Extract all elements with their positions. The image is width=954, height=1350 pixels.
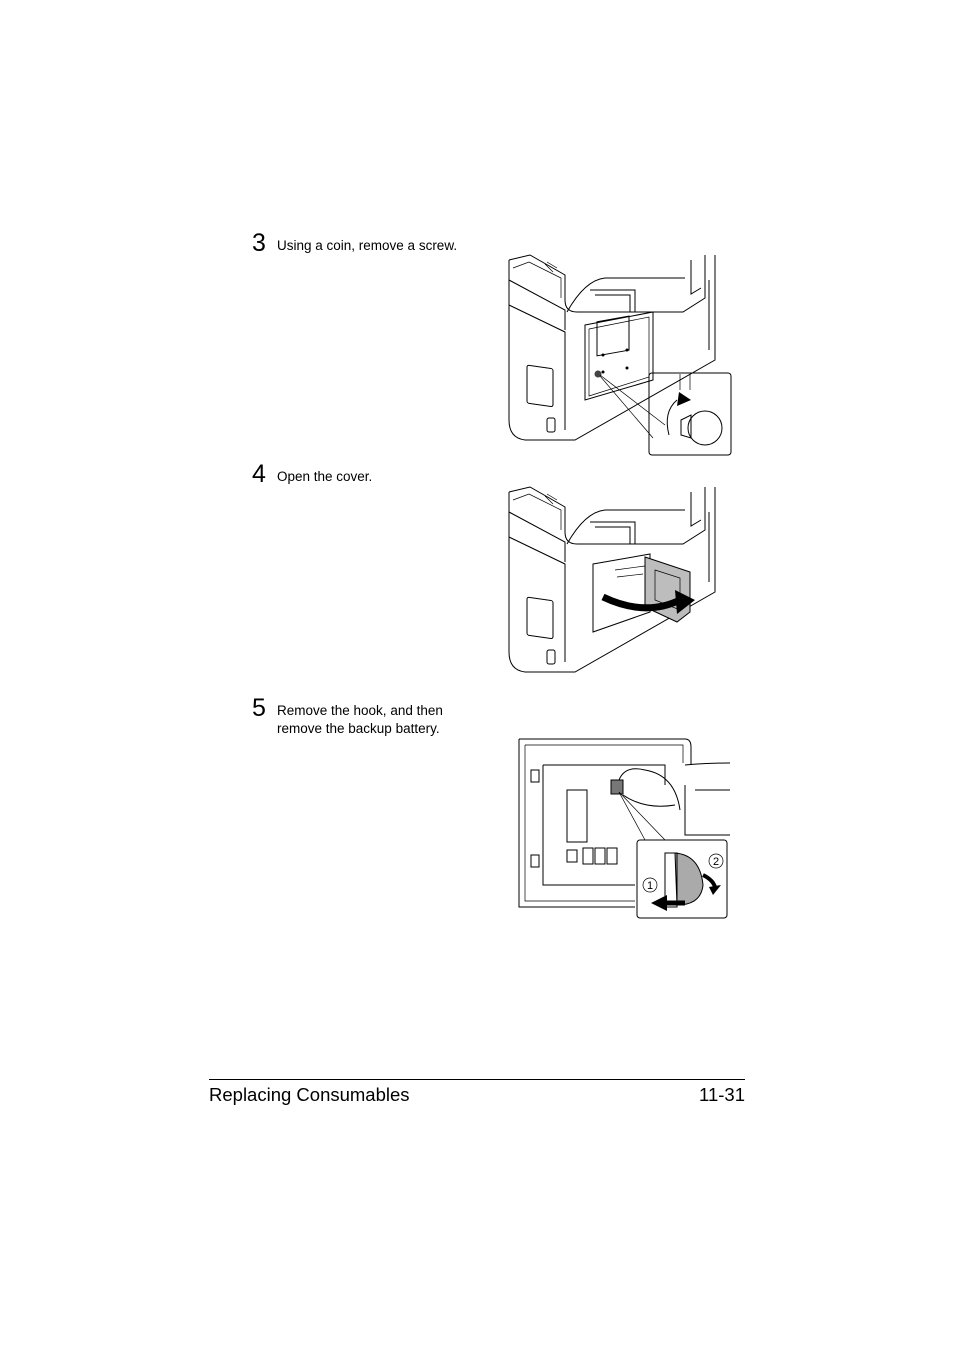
remove-battery-illustration: 1 2 xyxy=(518,738,731,919)
callout-marker-1: 1 xyxy=(642,877,658,893)
step-number: 3 xyxy=(252,229,266,257)
step-number: 5 xyxy=(252,694,266,722)
footer-divider xyxy=(209,1079,745,1080)
step-instruction: Remove the hook, and then remove the bac… xyxy=(277,703,443,736)
svg-text:1: 1 xyxy=(647,880,653,892)
svg-text:2: 2 xyxy=(713,856,719,868)
footer-page-number: 11-31 xyxy=(699,1084,745,1105)
step-number: 4 xyxy=(252,460,266,488)
open-cover-illustration xyxy=(508,486,716,673)
callout-marker-2: 2 xyxy=(708,853,724,869)
footer-section-title: Replacing Consumables xyxy=(209,1084,410,1105)
step-instruction: Open the cover. xyxy=(277,469,373,484)
screw-removal-illustration xyxy=(508,254,732,456)
step-instruction: Using a coin, remove a screw. xyxy=(277,238,458,253)
